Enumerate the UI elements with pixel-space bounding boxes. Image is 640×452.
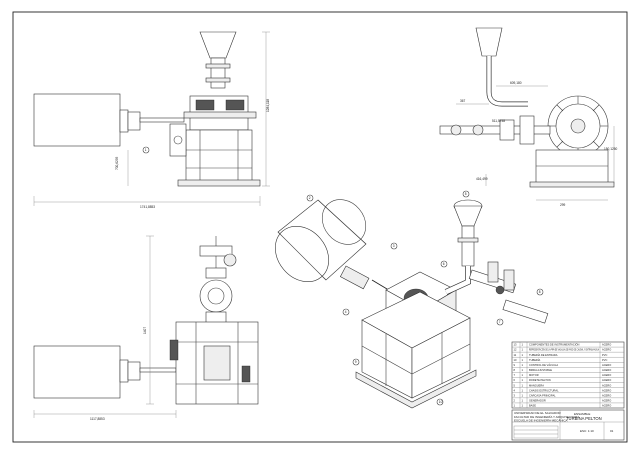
bom-item-material: ACERO bbox=[602, 388, 611, 392]
bom-item-qty: 1 bbox=[522, 348, 524, 352]
bom-item-material: ACERO bbox=[602, 399, 611, 403]
bom-item-number: 3 bbox=[514, 393, 516, 397]
svg-text:6: 6 bbox=[443, 262, 445, 266]
bom-item-description: CARCASA PRINCIPAL bbox=[529, 393, 556, 397]
support-frame bbox=[185, 129, 253, 185]
bom-item-number: 7 bbox=[514, 373, 516, 377]
bom-item-qty: 1 bbox=[522, 378, 524, 382]
svg-text:1: 1 bbox=[145, 148, 147, 152]
bom-item-material: PVC bbox=[602, 358, 607, 362]
bom-item-description: COMPONENTES DE INSTRUMENTACIÓN bbox=[529, 342, 580, 347]
bom-item-number: 4 bbox=[514, 388, 516, 392]
dim-plan-bottom: 1117,8853 bbox=[90, 417, 105, 421]
side-inlet-funnel bbox=[475, 27, 503, 57]
bom-item-material: ACERO bbox=[602, 373, 611, 377]
dim-side-top: 609,180 bbox=[510, 81, 522, 85]
bom-item-description: GENERADOR bbox=[529, 399, 546, 403]
bom-item-qty: 1 bbox=[522, 373, 524, 377]
dim-front-height: 1284,118 bbox=[266, 99, 270, 112]
bom-item-qty: 1 bbox=[522, 363, 524, 367]
bom-item-description: TUBERÍA bbox=[529, 358, 541, 362]
drawing-sheet-number: 01 bbox=[610, 429, 614, 433]
bom-item-material: ACERO bbox=[602, 368, 611, 372]
svg-text:2: 2 bbox=[309, 196, 311, 200]
side-view: 609,180 367 511,5748 150,1250 416,499 29… bbox=[439, 27, 618, 207]
dim-front-bottom: 1741,8853 bbox=[140, 205, 155, 209]
bom-item-material: ACERO bbox=[602, 363, 611, 367]
bom-item-description: BRIDA AJUSTABLE bbox=[529, 368, 552, 372]
bom-item-description: BASE bbox=[529, 404, 536, 408]
bom-item-number: 8 bbox=[514, 368, 516, 372]
title-university: UNIVERSIDAD DE EL SALVADOR bbox=[514, 411, 561, 415]
bom-item-qty: 1 bbox=[522, 358, 524, 362]
dim-side-mid: 511,5748 bbox=[492, 119, 505, 123]
dim-front-side: 700,6295 bbox=[115, 156, 119, 170]
bom-item-material: ACERO bbox=[602, 343, 611, 347]
bom-item-number: 1 bbox=[514, 404, 516, 408]
bom-item-number: 10 bbox=[514, 358, 517, 362]
bom-item-number: 11 bbox=[514, 353, 517, 357]
title-school: ESCUELA DE INGENIERÍA MECÁNICA bbox=[514, 419, 568, 423]
bom-item-qty: 1 bbox=[522, 368, 524, 372]
svg-text:10: 10 bbox=[439, 400, 443, 404]
inlet-funnel bbox=[199, 31, 237, 59]
plan-generator-box bbox=[33, 345, 121, 399]
bom-item-description: CONTROL DE VÁLVULA bbox=[529, 363, 558, 367]
svg-text:9: 9 bbox=[355, 360, 357, 364]
drawing-label: ENSAMBLE bbox=[574, 412, 590, 416]
bom-item-description: MANGUERA bbox=[529, 383, 544, 387]
bom-item-qty: 1 bbox=[522, 393, 524, 397]
dim-side-right: 150,1250 bbox=[604, 147, 618, 151]
bom-item-description: RODETE PELTON bbox=[529, 378, 551, 382]
bom-item-number: 12 bbox=[514, 348, 517, 352]
bom-item-material: ACERO bbox=[602, 383, 611, 387]
bom-item-material: ACERO bbox=[602, 404, 611, 408]
plan-flange bbox=[199, 279, 233, 313]
bom-item-material: ACERO bbox=[602, 393, 611, 397]
generator-box bbox=[33, 93, 121, 147]
bom-item-number: 9 bbox=[514, 363, 516, 367]
bom-item-description: CHASIS ESTRUCTURAL bbox=[529, 388, 559, 392]
dim-side-bottom-b: 299 bbox=[560, 203, 566, 207]
svg-text:3: 3 bbox=[393, 244, 395, 248]
bom-item-material: ACERO bbox=[602, 348, 611, 352]
isometric-view: 2 3 4 5 6 7 8 9 10 bbox=[275, 190, 549, 409]
plan-view: 1407 1117,8853 bbox=[33, 235, 259, 421]
svg-text:7: 7 bbox=[499, 320, 501, 324]
dim-plan-height: 1407 bbox=[143, 327, 147, 334]
bom-item-description: MOTOR bbox=[529, 373, 539, 377]
title-block: UNIVERSIDAD DE EL SALVADOR FACULTAD DE I… bbox=[511, 409, 625, 441]
bom-item-description: TUBERÍA DE ENTRADA bbox=[529, 353, 558, 357]
bom-item-qty: 1 bbox=[522, 383, 524, 387]
bom-item-number: 2 bbox=[514, 399, 516, 403]
dim-side-bottom-a: 416,499 bbox=[476, 177, 488, 181]
svg-text:8: 8 bbox=[539, 290, 541, 294]
bom-item-material: ACERO bbox=[602, 378, 611, 382]
drawing-scale: ESC: 1:10 bbox=[580, 429, 594, 433]
bom-item-qty: 1 bbox=[522, 353, 524, 357]
dim-side-left: 367 bbox=[460, 99, 466, 103]
title-faculty: FACULTAD DE INGENIERÍA Y ARQUITECTURA bbox=[514, 415, 579, 419]
sheet-border bbox=[12, 11, 628, 443]
bom-item-qty: 1 bbox=[522, 399, 524, 403]
bom-item-qty: 1 bbox=[522, 404, 524, 408]
bom-item-number: 5 bbox=[514, 383, 516, 387]
bom-item-qty: 1 bbox=[522, 388, 524, 392]
front-view: 1741,8853 1284,118 700,6295 1 bbox=[33, 31, 270, 209]
svg-text:4: 4 bbox=[345, 310, 347, 314]
svg-text:5: 5 bbox=[465, 192, 467, 196]
bom-item-description: REPRESENTACIÓN DE LA PIPA DE VALVULA DE … bbox=[529, 347, 599, 352]
bom-item-material: PVC bbox=[602, 353, 607, 357]
bom-item-number: 6 bbox=[514, 378, 516, 382]
bom-item-qty: 1 bbox=[522, 343, 524, 347]
bom-item-number: 13 bbox=[514, 343, 517, 347]
drawing-title: TURBINA PELTON bbox=[566, 416, 602, 421]
